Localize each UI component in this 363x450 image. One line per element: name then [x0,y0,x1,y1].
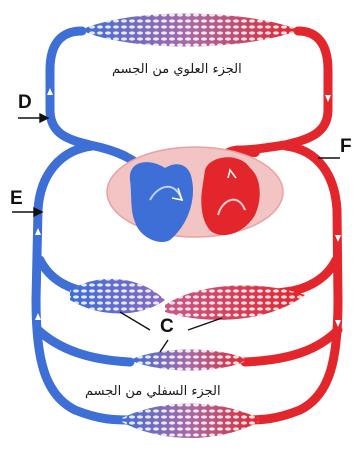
label-f: F [340,136,352,158]
lower-abdominal-artery [245,330,338,362]
middle-capillary-right [165,285,305,320]
upper-body-label: الجزء العلوي من الجسم [112,62,242,77]
label-e: E [10,188,23,210]
label-d: D [18,92,32,114]
heart [107,147,283,242]
lower-abdominal-vein [38,330,130,362]
upper-capillary-bed [80,14,300,47]
lower-capillary-small [130,350,248,371]
label-c: C [160,316,174,338]
lower-capillary-bed [118,404,262,439]
middle-capillary-left [70,279,165,314]
lower-body-label: الجزء السفلي من الجسم [85,384,221,399]
